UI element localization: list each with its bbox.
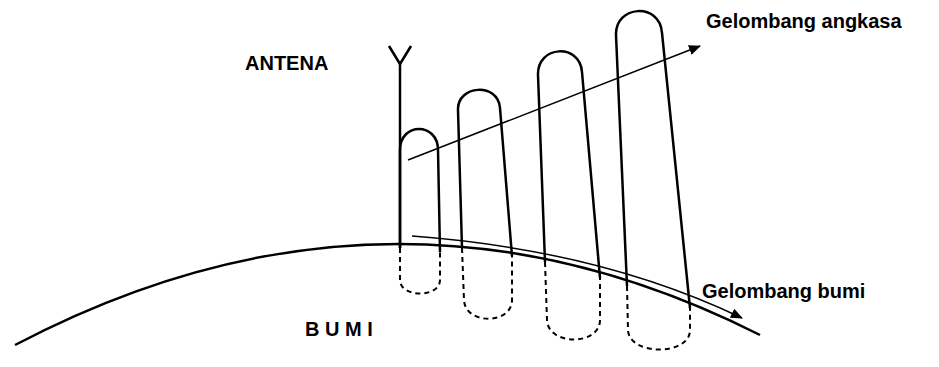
- earth-surface: [15, 244, 760, 345]
- ground-wave-arrow: [412, 236, 742, 318]
- wave-label: Gelombang bumi: [702, 280, 865, 302]
- sky-wave-arrow: [408, 46, 700, 160]
- earth-label: B U M I: [305, 318, 373, 340]
- wave-loops-underground: [400, 248, 690, 350]
- antenna-label: ANTENA: [245, 52, 328, 74]
- wave-label: Gelombang angkasa: [706, 10, 902, 32]
